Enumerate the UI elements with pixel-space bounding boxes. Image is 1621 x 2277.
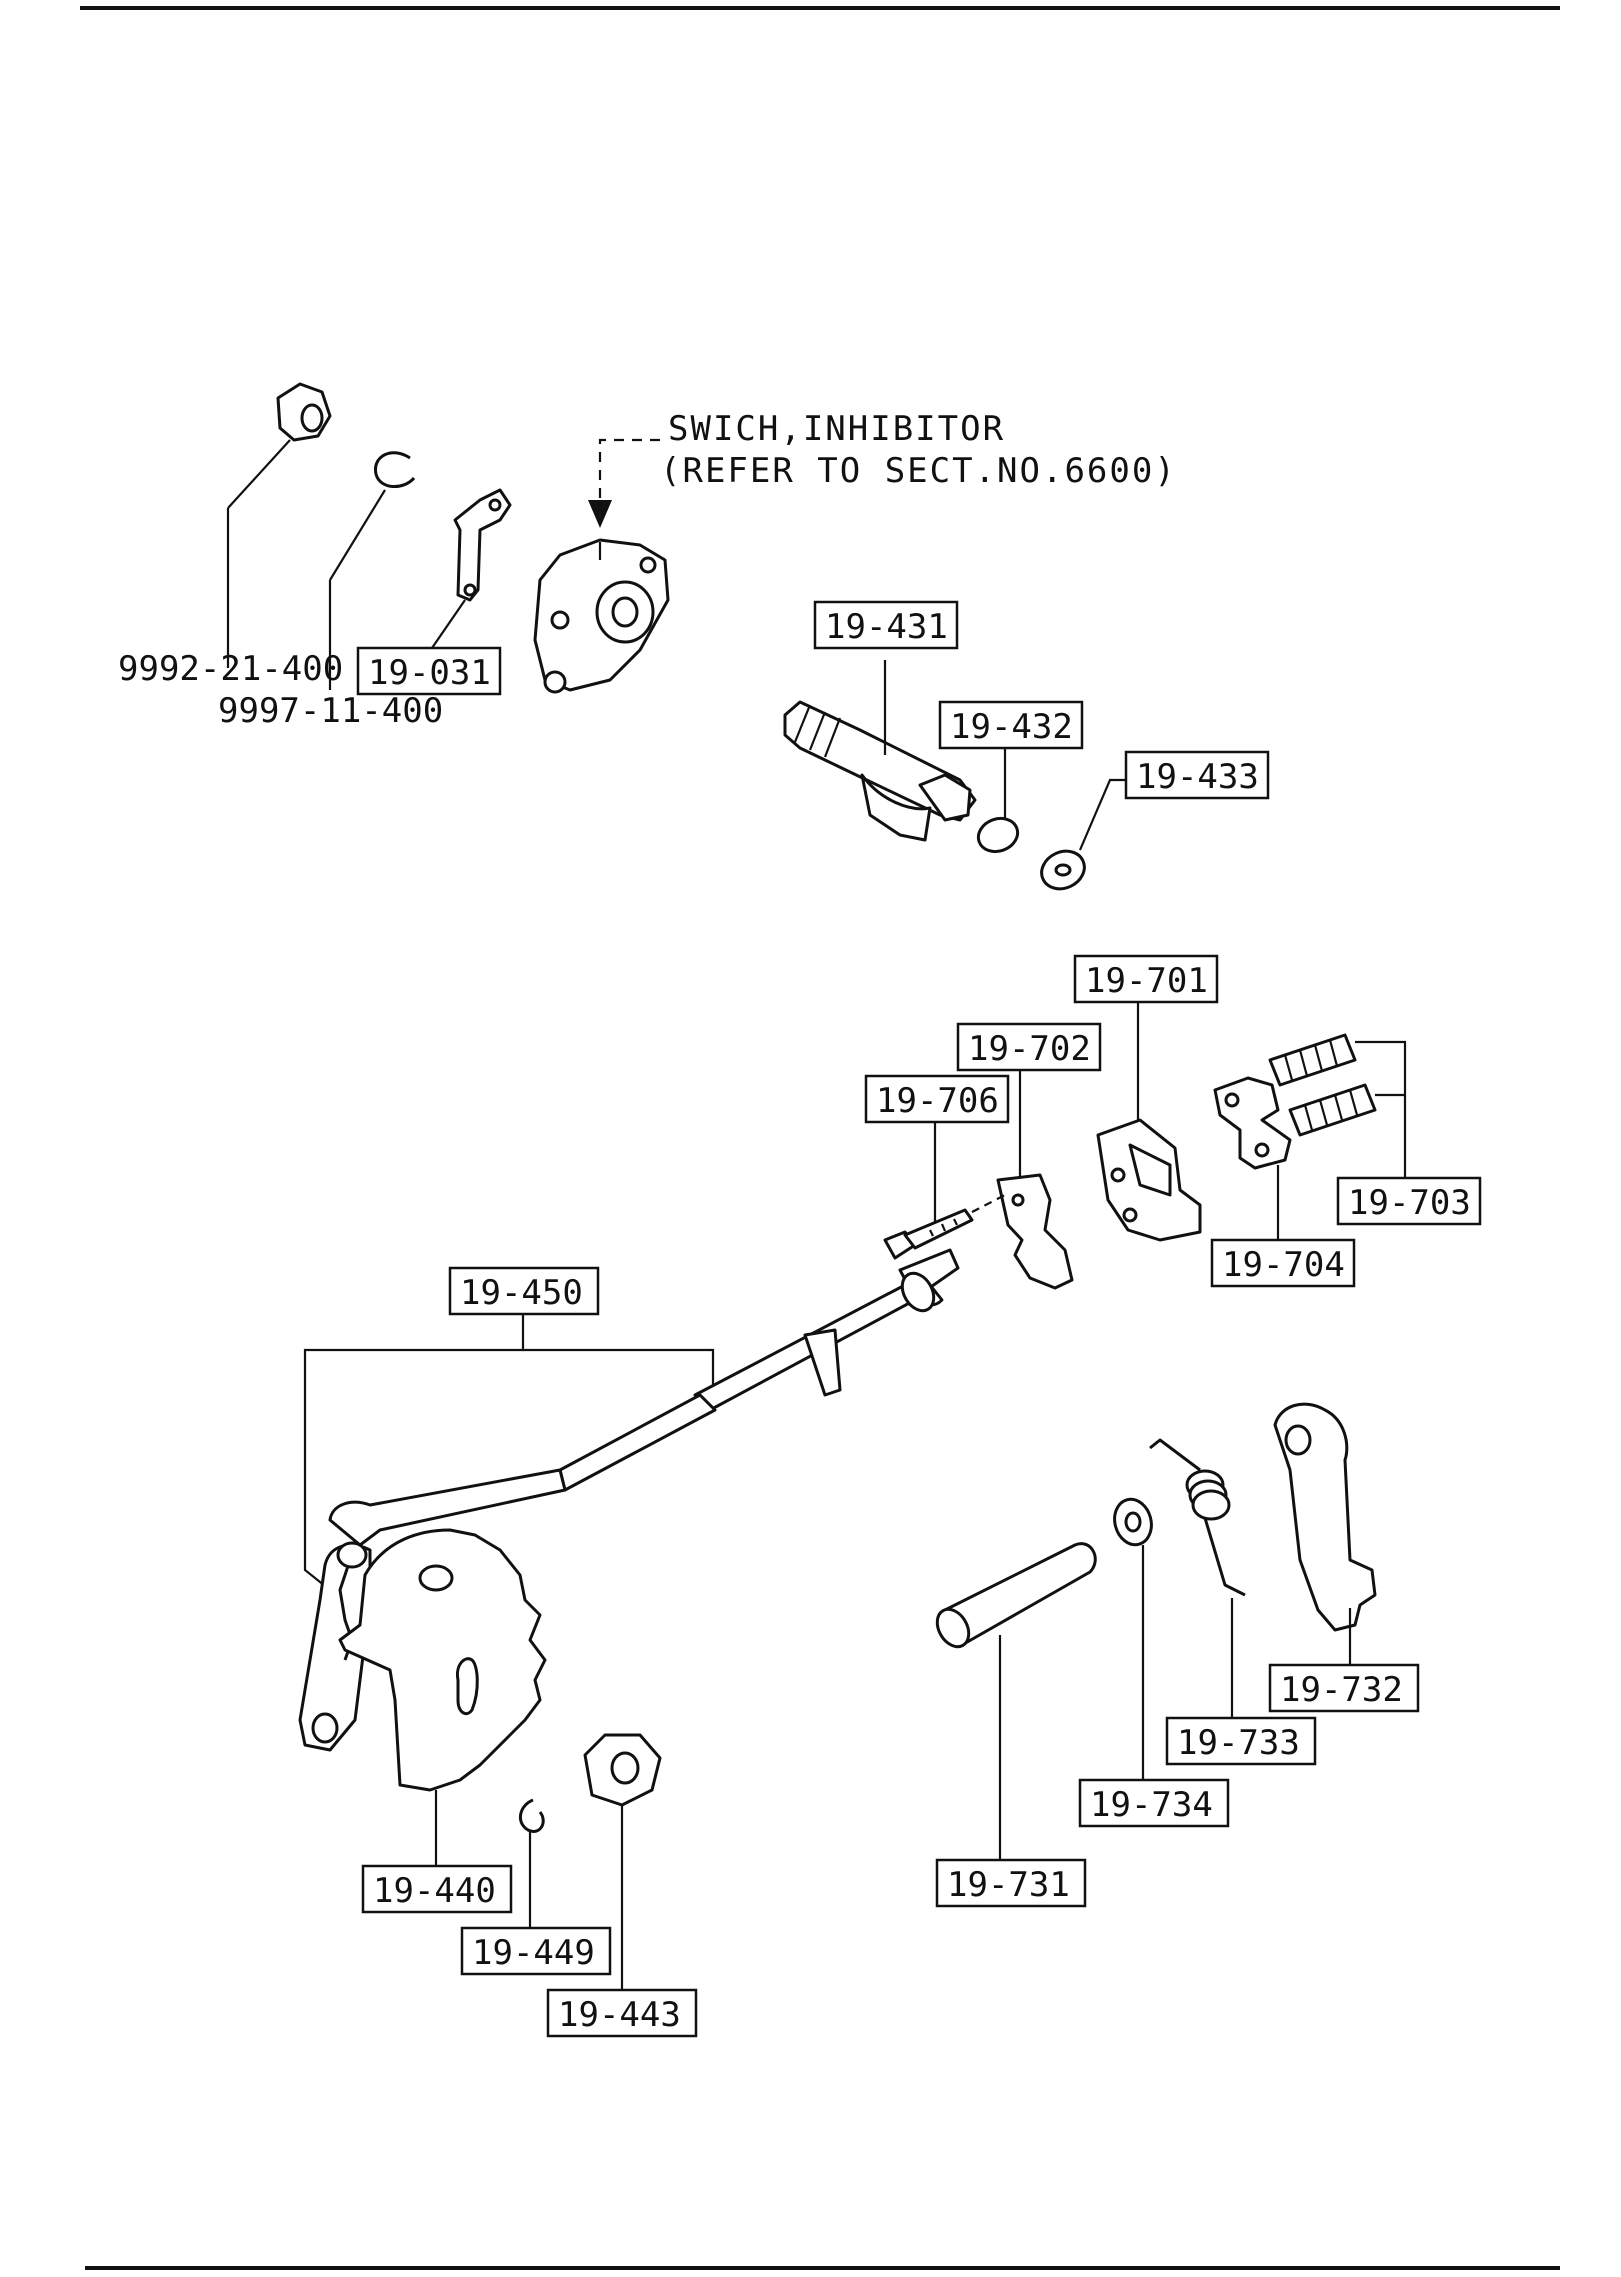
block-19-701-part — [1096, 1002, 1202, 1242]
inhibitor-switch-part — [533, 538, 670, 694]
label-19-701: 19-701 — [1085, 961, 1208, 1001]
label-19-433: 19-433 — [1136, 757, 1259, 797]
nut-19-443-part — [583, 1733, 662, 1990]
lever-19-732-part — [1273, 1402, 1377, 1665]
label-box-19-703 — [1336, 1176, 1482, 1226]
label-19-702: 19-702 — [968, 1029, 1091, 1069]
label-box-19-734 — [1078, 1778, 1230, 1828]
label-19-431: 19-431 — [825, 607, 948, 647]
label-19-703: 19-703 — [1348, 1183, 1471, 1223]
label-box-19-731 — [935, 1858, 1087, 1908]
label-19-449: 19-449 — [472, 1933, 595, 1973]
springs-19-703-part — [1268, 1033, 1407, 1180]
label-box-19-449 — [460, 1926, 612, 1976]
oring-19-432-part — [976, 748, 1020, 854]
label-box-19-702 — [956, 1022, 1102, 1072]
shaft-19-431-part — [783, 660, 977, 842]
washer-19-433-part — [1040, 778, 1128, 891]
label-box-19-732 — [1268, 1663, 1420, 1713]
label-19-432: 19-432 — [950, 707, 1073, 747]
label-box-19-433 — [1124, 750, 1270, 800]
note-leader — [588, 438, 660, 528]
label-19-704: 19-704 — [1222, 1245, 1345, 1285]
label-19-450: 19-450 — [460, 1273, 583, 1313]
label-box-19-440 — [361, 1864, 513, 1914]
label-19-443: 19-443 — [558, 1995, 681, 2035]
nut-9992-part — [226, 382, 332, 668]
clip-19-449-part — [518, 1798, 545, 1928]
label-19-731: 19-731 — [947, 1865, 1070, 1905]
plate-19-702-part — [996, 1070, 1074, 1290]
label-19-706: 19-706 — [876, 1081, 999, 1121]
label-9997-11-400: 9997-11-400 — [218, 691, 443, 731]
bolt-19-706-part — [883, 1122, 1006, 1260]
spring-19-733-part — [1149, 1438, 1246, 1718]
label-box-19-704 — [1210, 1238, 1356, 1288]
label-19-732: 19-732 — [1280, 1670, 1403, 1710]
holder-19-704-part — [1213, 1076, 1292, 1240]
note-line2: (REFER TO SECT.NO.6600) — [660, 451, 1177, 491]
pin-19-731-part — [935, 1542, 1097, 1860]
label-box-19-701 — [1073, 954, 1219, 1004]
label-box-19-432 — [938, 700, 1084, 750]
note-line1: SWICH,INHIBITOR — [668, 409, 1005, 449]
label-19-440: 19-440 — [373, 1871, 496, 1911]
label-box-19-706 — [864, 1074, 1010, 1124]
washer-19-734-part — [1113, 1497, 1153, 1780]
label-19-031: 19-031 — [368, 653, 491, 693]
label-box-19-443 — [546, 1988, 698, 2038]
label-9992-21-400: 9992-21-400 — [118, 649, 343, 689]
label-box-19-031 — [356, 646, 502, 696]
lever-19-450-part — [298, 1248, 960, 1752]
clip-9997-part — [328, 451, 416, 690]
label-box-19-733 — [1165, 1716, 1317, 1766]
label-19-734: 19-734 — [1090, 1785, 1213, 1825]
label-19-733: 19-733 — [1177, 1723, 1300, 1763]
label-box-19-431 — [813, 600, 959, 650]
sector-19-440-part — [338, 1528, 547, 1866]
label-box-19-450 — [448, 1266, 600, 1316]
bracket-19-031-part — [431, 488, 512, 649]
